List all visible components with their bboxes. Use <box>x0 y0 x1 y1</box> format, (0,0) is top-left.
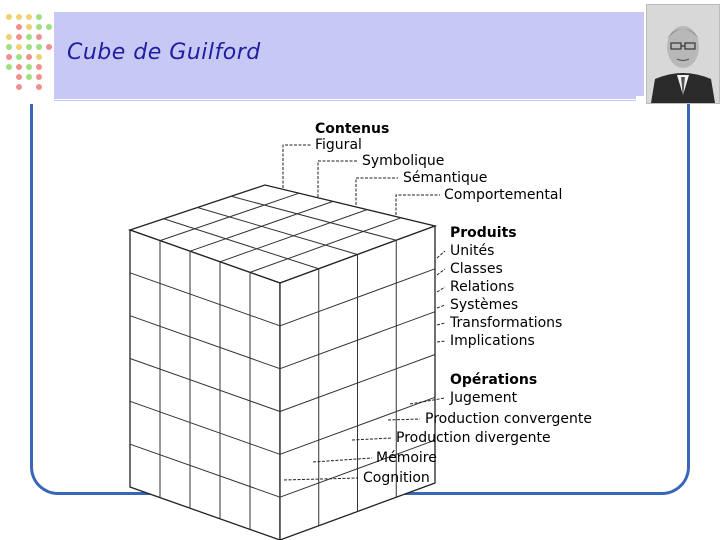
products-item: Unités <box>450 243 494 259</box>
leader-line <box>436 250 446 259</box>
contents-item: Symbolique <box>362 153 444 169</box>
leader-line <box>317 160 358 197</box>
cube-grid-line <box>163 218 319 270</box>
cube-grid-line <box>197 207 358 255</box>
title-underline <box>54 96 636 99</box>
products-heading: Produits <box>450 225 517 241</box>
leader-line <box>436 322 446 326</box>
products-item: Relations <box>450 279 514 295</box>
cube-grid-line <box>129 443 281 498</box>
cube-grid-line <box>231 195 397 241</box>
products-item: Classes <box>450 261 503 277</box>
cube-grid-line <box>279 311 436 370</box>
operations-item: Production convergente <box>425 411 592 427</box>
leader-lines <box>282 144 446 481</box>
slide-title: Cube de Guilford <box>67 40 261 65</box>
portrait-photo-icon <box>646 4 720 104</box>
leader-line <box>355 177 398 205</box>
operations-item: Jugement <box>449 390 518 406</box>
leader-line <box>436 268 446 276</box>
cube-grid-line <box>129 272 281 327</box>
contents-item: Comportemental <box>444 187 562 203</box>
leader-line <box>436 286 446 293</box>
operations-item: Mémoire <box>376 450 437 466</box>
leader-line <box>436 340 446 343</box>
contents-item: Figural <box>315 137 362 153</box>
leader-line <box>282 144 312 188</box>
cube-grid-line <box>129 400 281 455</box>
cube-grid-line <box>129 315 281 370</box>
contents-heading: Contenus <box>315 121 389 137</box>
leader-line <box>409 397 446 405</box>
cube-grid-line <box>279 268 436 327</box>
title-underline-thin <box>54 100 636 101</box>
title-bar <box>54 12 644 96</box>
leader-line <box>395 194 440 215</box>
cube-grid-line <box>279 354 436 412</box>
cube-grid-line <box>279 439 436 498</box>
products-item: Implications <box>450 333 535 349</box>
leader-line <box>351 437 393 441</box>
leader-line <box>283 477 359 481</box>
operations-heading: Opérations <box>450 372 537 388</box>
operations-item: Cognition <box>363 470 430 486</box>
leader-line <box>436 304 446 309</box>
cube-grid-line <box>129 358 281 412</box>
cube-grid <box>127 184 438 540</box>
leader-line <box>387 418 421 421</box>
leader-line <box>312 457 373 463</box>
operations-item: Production divergente <box>396 430 551 446</box>
products-item: Transformations <box>449 315 562 331</box>
cube-grid-line <box>279 396 436 455</box>
contents-item: Sémantique <box>403 170 487 186</box>
products-item: Systèmes <box>450 297 518 313</box>
